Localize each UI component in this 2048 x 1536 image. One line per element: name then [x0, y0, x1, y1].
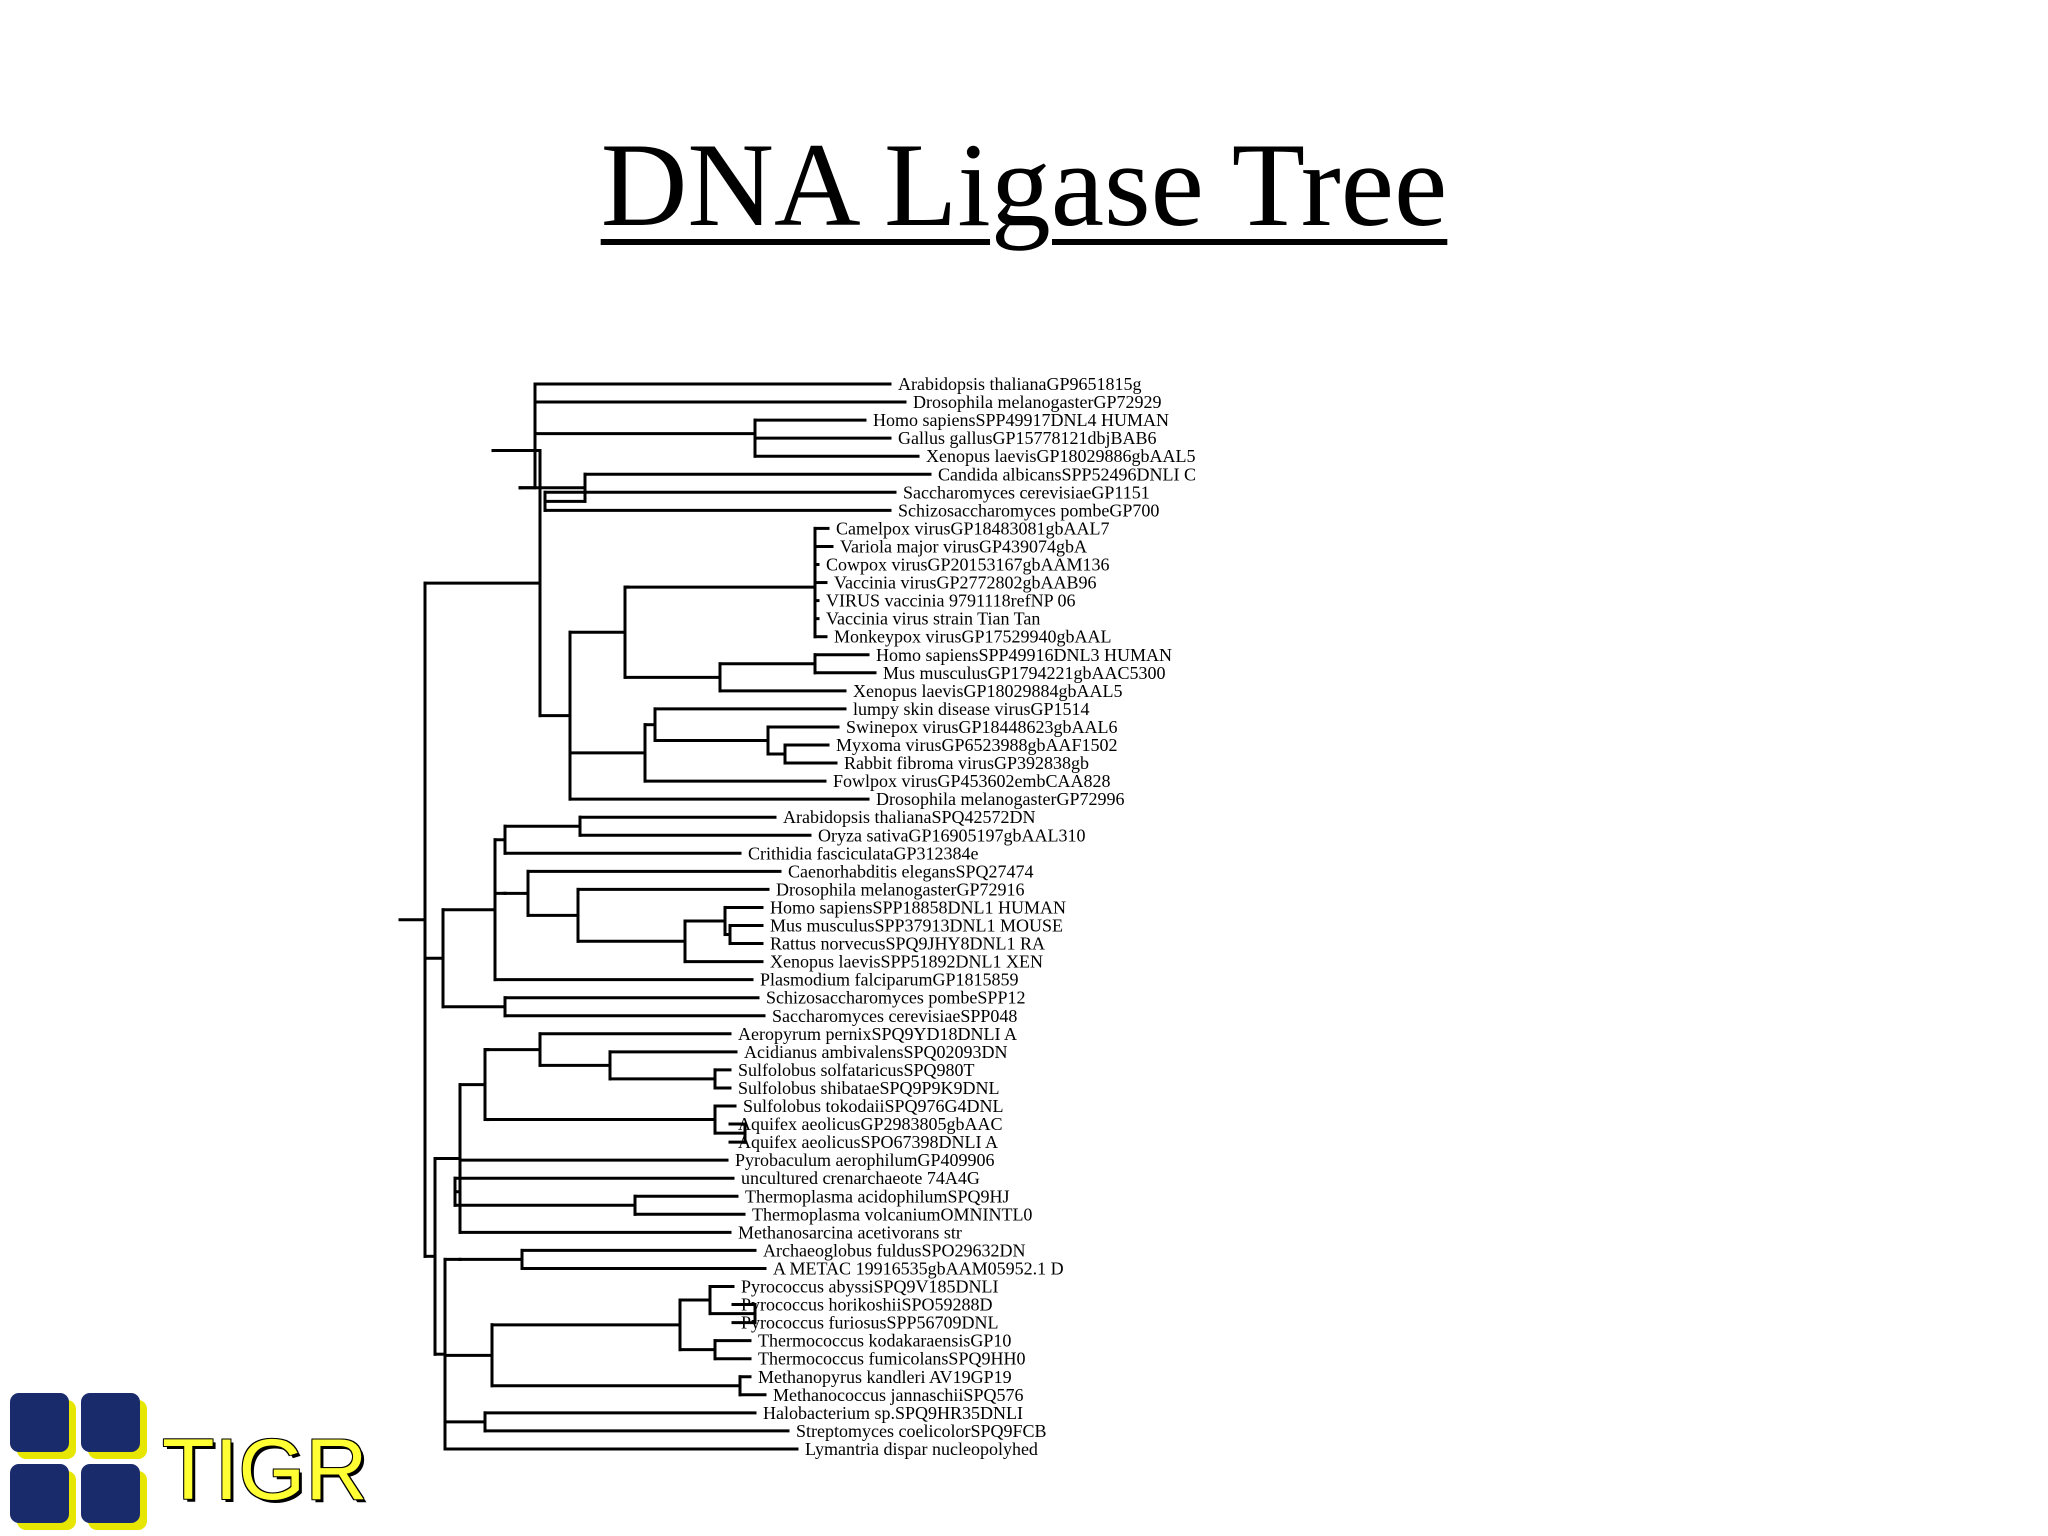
tree-leaf-label: Xenopus laevisGP18029886gbAAL5: [926, 446, 1195, 466]
tree-leaf-label: Pyrococcus horikoshiiSPO59288D: [741, 1295, 993, 1315]
tree-leaf-label: Thermoplasma volcaniumOMNINTL0: [752, 1204, 1032, 1224]
tree-leaf-label: Pyrococcus furiosusSPP56709DNL: [741, 1313, 999, 1333]
tree-leaf-label: Xenopus laevisSPP51892DNL1 XEN: [770, 952, 1043, 972]
tree-leaf-label: Arabidopsis thalianaSPQ42572DN: [783, 807, 1035, 827]
tree-leaf-label: Saccharomyces cerevisiaeGP1151: [903, 482, 1150, 502]
tree-leaf-label: Thermoplasma acidophilumSPQ9HJ: [745, 1186, 1009, 1206]
tree-leaf-label: Drosophila melanogasterGP72996: [876, 789, 1124, 809]
tree-leaf-label: A METAC 19916535gbAAM05952.1 D: [773, 1258, 1064, 1278]
tree-leaf-label: Drosophila melanogasterGP72929: [913, 392, 1161, 412]
tree-leaf-label: Arabidopsis thalianaGP9651815g: [898, 374, 1141, 394]
tree-leaf-label: Homo sapiensSPP49917DNL4 HUMAN: [873, 410, 1169, 430]
tree-leaf-label: Aeropyrum pernixSPQ9YD18DNLI A: [738, 1024, 1017, 1044]
tree-leaf-label: Methanopyrus kandleri AV19GP19: [758, 1367, 1012, 1387]
tree-leaf-label: Camelpox virusGP18483081gbAAL7: [836, 518, 1110, 538]
tree-leaf-label: Mus musculusSPP37913DNL1 MOUSE: [770, 916, 1063, 936]
tree-leaf-label: Aquifex aeolicusSPO67398DNLI A: [738, 1132, 998, 1152]
tree-leaf-label: Lymantria dispar nucleopolyhed: [805, 1439, 1038, 1459]
tree-leaf-label: Swinepox virusGP18448623gbAAL6: [846, 717, 1118, 737]
tree-leaf-label: lumpy skin disease virusGP1514: [853, 699, 1090, 719]
tree-leaf-label: Thermococcus kodakaraensisGP10: [758, 1331, 1011, 1351]
tree-leaf-label: Sulfolobus tokodaiiSPQ976G4DNL: [743, 1096, 1004, 1116]
tree-leaf-label: Cowpox virusGP20153167gbAAM136: [826, 555, 1110, 575]
tree-leaf-label: Archaeoglobus fuldusSPO29632DN: [763, 1240, 1026, 1260]
tree-leaf-label: Homo sapiensSPP18858DNL1 HUMAN: [770, 897, 1066, 917]
tree-leaf-label: Schizosaccharomyces pombeSPP12: [766, 988, 1025, 1008]
tree-leaf-label: Homo sapiensSPP49916DNL3 HUMAN: [876, 645, 1172, 665]
tigr-logo: TIGR: [10, 1393, 390, 1533]
tree-leaf-label: Methanococcus jannaschiiSPQ576: [773, 1385, 1023, 1405]
tree-leaf-label: Sulfolobus solfataricusSPQ980T: [738, 1060, 975, 1080]
tree-leaf-label: Methanosarcina acetivorans str: [738, 1222, 962, 1242]
tree-leaf-label: Pyrobaculum aerophilumGP409906: [735, 1150, 994, 1170]
logo-square: [10, 1464, 69, 1523]
tree-leaf-label: Monkeypox virusGP17529940gbAAL: [834, 627, 1112, 647]
tree-leaf-label: Schizosaccharomyces pombeGP700: [898, 500, 1159, 520]
page-title: DNA Ligase Tree: [600, 118, 1448, 251]
tree-leaf-label: Gallus gallusGP15778121dbjBAB6: [898, 428, 1157, 448]
tree-leaf-label: Pyrococcus abyssiSPQ9V185DNLI: [741, 1277, 998, 1297]
tree-leaf-label: Vaccinia virusGP2772802gbAAB96: [834, 573, 1096, 593]
logo-text: TIGR: [162, 1422, 368, 1518]
tree-leaf-label: Candida albicansSPP52496DNLI C: [938, 464, 1196, 484]
tree-leaf-label: Mus musculusGP1794221gbAAC5300: [883, 663, 1166, 683]
tree-leaf-label: Acidianus ambivalensSPQ02093DN: [744, 1042, 1007, 1062]
logo-square: [81, 1464, 140, 1523]
tree-leaf-label: Aquifex aeolicusGP2983805gbAAC: [738, 1114, 1002, 1134]
tree-leaf-label: Caenorhabditis elegansSPQ27474: [788, 861, 1033, 881]
tree-leaf-label: Plasmodium falciparumGP1815859: [760, 970, 1018, 990]
tree-leaf-label: Oryza sativaGP16905197gbAAL310: [818, 825, 1085, 845]
tree-leaf-label: Drosophila melanogasterGP72916: [776, 879, 1024, 899]
tree-leaf-label: Myxoma virusGP6523988gbAAF1502: [836, 735, 1118, 755]
tree-leaf-label: Xenopus laevisGP18029884gbAAL5: [853, 681, 1122, 701]
tree-leaf-label: uncultured crenarchaeote 74A4G: [741, 1168, 980, 1188]
tree-leaf-label: Sulfolobus shibataeSPQ9P9K9DNL: [738, 1078, 1000, 1098]
tree-leaf-label: VIRUS vaccinia 9791118refNP 06: [826, 591, 1075, 611]
tree-leaf-label: Halobacterium sp.SPQ9HR35DNLI: [763, 1403, 1023, 1423]
tree-leaf-label: Streptomyces coelicolorSPQ9FCB: [796, 1421, 1047, 1441]
tree-leaf-label: Variola major virusGP439074gbA: [840, 536, 1087, 556]
tree-leaf-label: Crithidia fasciculataGP312384e: [748, 843, 978, 863]
tree-leaf-label: Thermococcus fumicolansSPQ9HH0: [758, 1349, 1025, 1369]
logo-square: [10, 1393, 69, 1452]
tree-leaf-label: Saccharomyces cerevisiaeSPP048: [772, 1006, 1017, 1026]
logo-square: [81, 1393, 140, 1452]
tree-leaf-label: Rabbit fibroma virusGP392838gb: [844, 753, 1089, 773]
tree-leaf-label: Fowlpox virusGP453602embCAA828: [833, 771, 1111, 791]
tree-leaf-label: Vaccinia virus strain Tian Tan: [826, 609, 1040, 629]
tree-leaf-label: Rattus norvecusSPQ9JHY8DNL1 RA: [770, 934, 1045, 954]
